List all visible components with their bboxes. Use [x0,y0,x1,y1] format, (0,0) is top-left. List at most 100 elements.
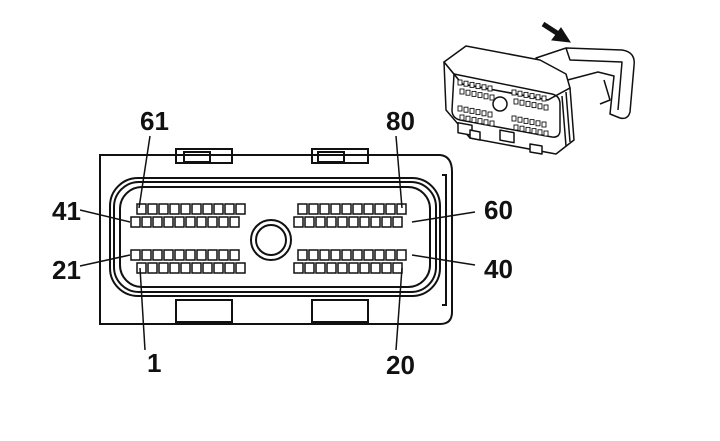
pin-3d-block-1 [471,116,477,123]
top-latch-left-inner [183,151,211,163]
center-guide-post-inner [255,224,287,256]
pin-top-outer-left [191,203,202,215]
pin-bottom-outer-left [191,262,202,274]
pin-top-outer-left [169,203,180,215]
pin-top-outer-left [224,203,235,215]
pin-top-inner-left [152,216,163,228]
pin-bottom-inner-left [196,249,207,261]
pin-top-inner-left [185,216,196,228]
pin-bottom-outer-right [315,262,326,274]
pin-3d-block-2 [519,99,525,106]
pin-top-outer-left [158,203,169,215]
pin-3d-block-1 [483,119,489,126]
pin-bottom-outer-right [381,262,392,274]
connector-outer-housing [99,154,453,325]
pin-top-inner-left [163,216,174,228]
pin-top-outer-right [341,203,352,215]
pin-label-80: 80 [386,106,415,136]
pin-bottom-outer-right [337,262,348,274]
pin-top-inner-right [326,216,337,228]
leader-line-21 [79,254,131,267]
pin-top-inner-right [315,216,326,228]
pin-bottom-inner-right [363,249,374,261]
leader-line-61 [138,135,151,209]
pin-bottom-outer-right [326,262,337,274]
pin-top-outer-left [213,203,224,215]
pin-top-inner-left [207,216,218,228]
pin-3d-block-1 [457,79,463,86]
connector-3d-cavity [451,73,561,138]
pin-bottom-inner-left [141,249,152,261]
pin-3d-block-2 [511,115,517,122]
leader-line-20 [395,267,403,351]
pin-bottom-inner-right [374,249,385,261]
pin-top-inner-left [218,216,229,228]
pin-top-outer-left [136,203,147,215]
pin-top-inner-left [229,216,240,228]
pin-top-outer-right [385,203,396,215]
pin-bottom-inner-right [308,249,319,261]
pin-3d-block-1 [463,106,469,113]
pin-label-21: 21 [52,255,81,285]
pin-top-inner-right [392,216,403,228]
pin-3d-block-2 [535,94,541,101]
pin-top-outer-right [308,203,319,215]
pin-3d-block-2 [519,125,525,132]
pin-label-60: 60 [484,195,513,225]
top-latch-right-inner [317,151,345,163]
bottom-latch-left [175,299,233,323]
pin-bottom-inner-left [229,249,240,261]
pin-3d-block-1 [469,81,475,88]
pin-bottom-outer-left [158,262,169,274]
connector-top-tab-2 [499,129,515,144]
pin-3d-block-1 [489,120,495,127]
pin-3d-block-1 [477,92,483,99]
pin-3d-block-1 [481,84,487,91]
pin-top-inner-right [370,216,381,228]
pin-top-outer-left [235,203,246,215]
pin-bottom-outer-left [180,262,191,274]
pin-3d-block-2 [541,121,547,128]
pin-top-inner-right [381,216,392,228]
cavity-ring-outer [109,177,441,297]
pin-top-inner-right [348,216,359,228]
pin-3d-block-2 [525,100,531,107]
pin-3d-block-2 [517,116,523,123]
leader-line-40 [411,254,476,266]
pin-label-20: 20 [386,350,415,380]
pin-top-inner-right [359,216,370,228]
pin-label-1: 1 [147,348,161,378]
pin-bottom-outer-left [136,262,147,274]
pin-bottom-inner-left [152,249,163,261]
pin-3d-block-1 [463,80,469,87]
pin-bottom-outer-right [348,262,359,274]
pin-bottom-inner-left [218,249,229,261]
connector-3d-center-post [492,96,508,112]
pin-3d-block-1 [457,105,463,112]
leader-lines [79,135,476,351]
pin-bottom-inner-right [352,249,363,261]
pin-top-outer-right [374,203,385,215]
pin-bottom-outer-left [169,262,180,274]
cavity-ring-mid [113,181,437,293]
cavity-ring-inner [119,186,431,288]
pin-3d-block-2 [513,124,519,131]
pin-3d-block-2 [537,129,543,136]
pin-label-40: 40 [484,254,513,284]
pin-top-outer-right [363,203,374,215]
pin-top-outer-left [180,203,191,215]
pin-bottom-outer-left [213,262,224,274]
connector-side-ribs [561,91,571,147]
pin-bottom-outer-right [370,262,381,274]
connector-bottom-feet [469,129,543,155]
pin-3d-block-1 [471,90,477,97]
pin-label-41: 41 [52,196,81,226]
pin-3d-block-2 [525,126,531,133]
pin-top-outer-right [330,203,341,215]
connector-face [99,148,453,325]
pin-3d-block-2 [513,98,519,105]
pin-3d-block-1 [483,93,489,100]
pin-bottom-inner-left [130,249,141,261]
pin-top-inner-right [304,216,315,228]
